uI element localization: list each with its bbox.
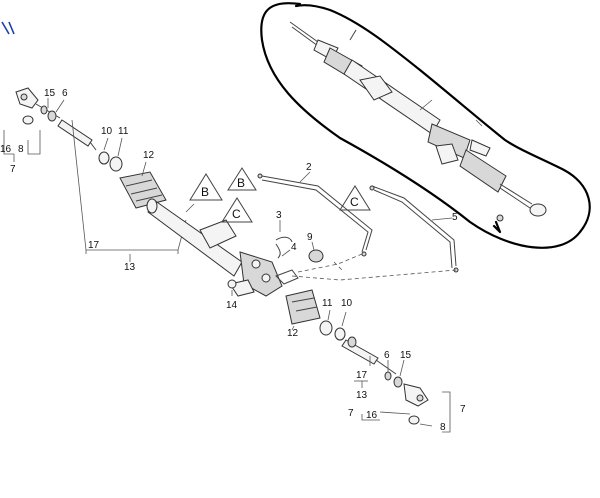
callout-6b: 6 [384,350,390,361]
callout-10b: 10 [341,298,353,309]
callout-15b: 15 [400,350,412,361]
callout-15: 15 [44,88,56,99]
triangle-c-2 [339,185,371,211]
callout-7: 7 [10,164,16,175]
callout-9: 9 [307,232,313,243]
callout-5: 5 [452,212,458,223]
callout-labels: 15 6 16 8 7 10 11 12 17 13 2 5 3 4 9 14 … [0,88,466,433]
triangle-b-1 [189,173,223,201]
triangle-c-1 [221,197,253,223]
callout-13b: 13 [356,390,368,401]
callout-17b: 17 [356,370,368,381]
triangle-markers [185,167,375,223]
callout-16: 16 [0,144,12,155]
triangle-letters: B B C C [201,176,359,221]
corner-mark [1,21,15,35]
callout-8: 8 [18,144,24,155]
marker-c-2: C [350,195,359,209]
callout-11b: 11 [322,298,333,309]
callout-6: 6 [62,88,68,99]
callout-17: 17 [88,240,100,251]
marker-c-1: C [232,207,241,221]
callout-7b: 7 [348,408,354,419]
callout-8b: 8 [440,422,446,433]
rack-housing [146,198,324,331]
triangle-b-2 [227,167,257,191]
marker-b-1: B [201,185,209,199]
callout-11: 11 [118,126,129,137]
callout-13: 13 [124,262,136,273]
hydraulic-pipes [261,171,459,281]
callout-7c: 7 [460,404,466,415]
callout-10: 10 [101,126,113,137]
callout-4: 4 [291,242,297,253]
callout-3: 3 [276,210,282,221]
marker-b-2: B [237,176,245,190]
callout-2: 2 [306,162,312,173]
left-tie-rod-group [3,87,187,262]
callout-12: 12 [143,150,155,161]
callout-12b: 12 [287,328,299,339]
callout-14: 14 [226,300,238,311]
right-tie-rod-group [319,309,451,433]
hand-drawn-circle [260,2,591,249]
assembled-rack [289,21,547,222]
callout-16b: 16 [366,410,378,421]
